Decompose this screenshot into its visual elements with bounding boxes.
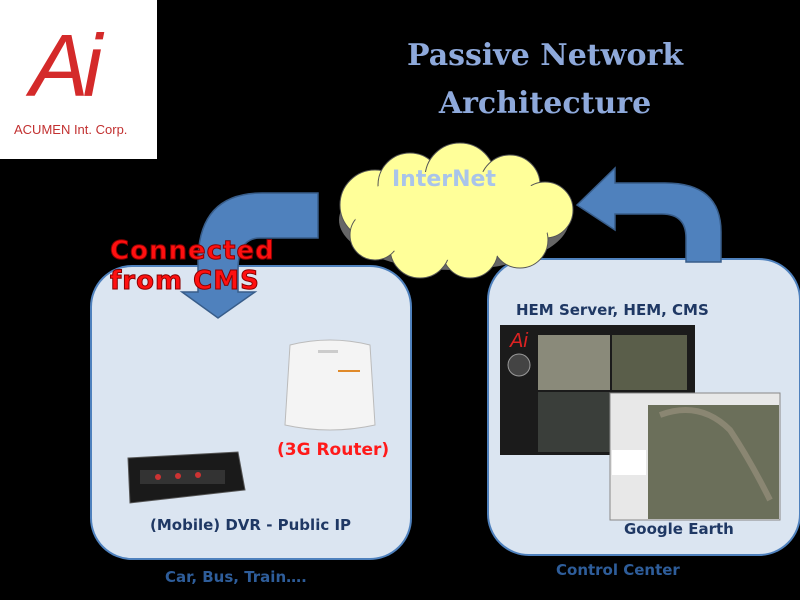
router-image <box>284 339 376 431</box>
hem-logo-mark: Ai <box>509 330 528 352</box>
annotation-line-1: Connected <box>110 236 275 267</box>
arrow-to-internet <box>575 166 722 263</box>
logo-mark: Ai <box>30 16 102 115</box>
router-label: (3G Router) <box>277 440 390 460</box>
internet-label: InterNet <box>392 167 496 192</box>
dvr-image <box>127 451 246 504</box>
vehicle-caption: Car, Bus, Train…. <box>165 568 307 586</box>
google-earth-screenshot <box>609 392 781 521</box>
dvr-label: (Mobile) DVR - Public IP <box>150 516 352 534</box>
title-line-2: Architecture <box>438 86 652 121</box>
control-center-caption: Control Center <box>556 561 680 579</box>
logo-company-name: ACUMEN Int. Corp. <box>14 122 128 137</box>
arrow-to-vehicle <box>179 192 319 319</box>
google-earth-label: Google Earth <box>624 520 734 538</box>
connected-from-cms-annotation: Connected from CMS <box>110 236 275 297</box>
company-logo: Ai ACUMEN Int. Corp. <box>0 0 157 159</box>
internet-cloud <box>339 142 574 279</box>
server-label: HEM Server, HEM, CMS <box>516 301 709 319</box>
annotation-line-2: from CMS <box>110 266 260 297</box>
title-line-1: Passive Network <box>406 38 684 73</box>
slide-title: Passive Network Architecture <box>385 32 705 128</box>
